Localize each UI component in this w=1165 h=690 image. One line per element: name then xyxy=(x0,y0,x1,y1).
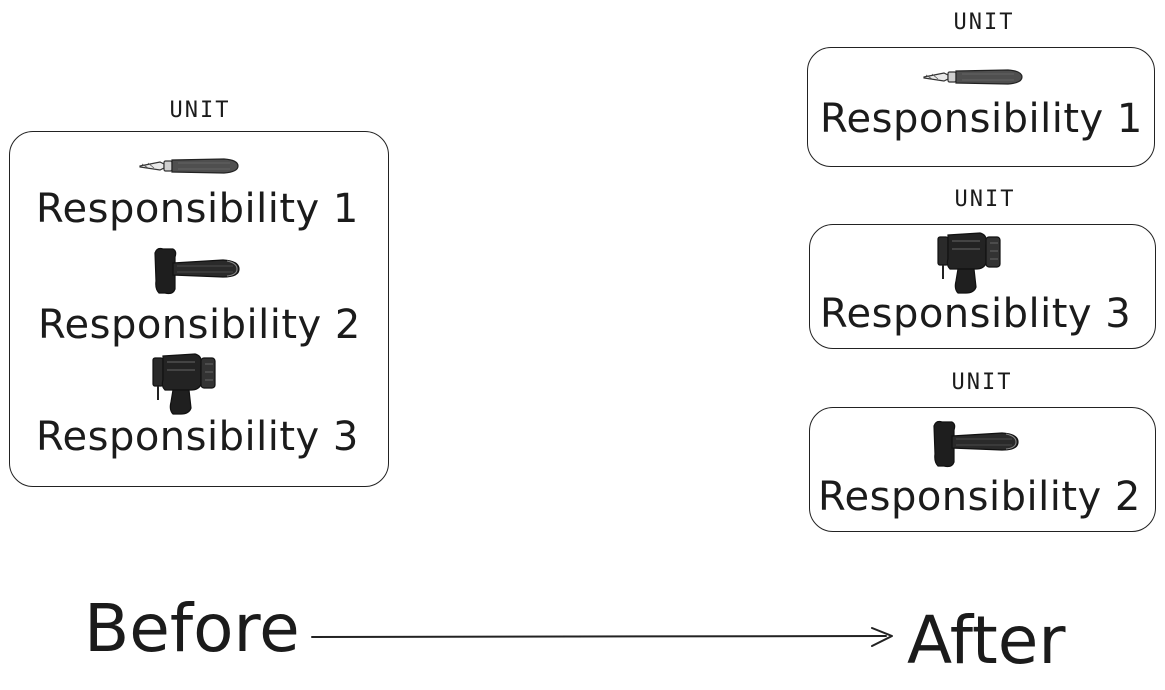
after-unit-1-title: UNIT xyxy=(953,10,1015,35)
after-unit-1-box: Responsibility 1 xyxy=(807,47,1155,167)
after-unit-2-box: Responsiblity 3 xyxy=(809,224,1156,349)
before-responsibility-3-label: Responsibility 3 xyxy=(36,414,359,460)
before-responsibility-1-label: Responsibility 1 xyxy=(36,186,359,232)
after-unit-3-label: Responsibility 2 xyxy=(818,474,1141,520)
before-responsibility-2-label: Responsibility 2 xyxy=(38,302,361,348)
before-label: Before xyxy=(84,590,300,667)
after-label: After xyxy=(907,602,1066,679)
after-unit-3-box: Responsibility 2 xyxy=(809,407,1156,532)
after-unit-3-title: UNIT xyxy=(951,370,1013,395)
after-unit-1-label: Responsibility 1 xyxy=(820,96,1143,142)
after-unit-2-label: Responsiblity 3 xyxy=(820,291,1132,337)
after-unit-2-title: UNIT xyxy=(954,187,1016,212)
before-unit-box: Responsibility 1 Responsibility 2 Respon… xyxy=(9,131,389,487)
before-unit-title: UNIT xyxy=(169,98,231,123)
